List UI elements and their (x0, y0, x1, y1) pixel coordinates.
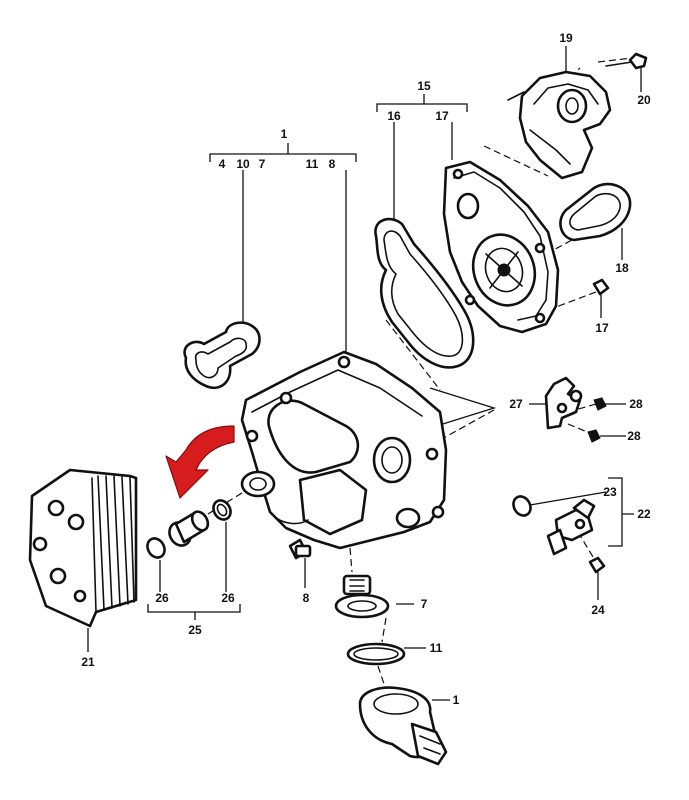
callout-1-bottom: 1 (453, 693, 460, 707)
callout-20: 20 (637, 93, 651, 107)
callout-26-right: 26 (221, 591, 235, 605)
gasket-18 (559, 182, 632, 242)
callout-27: 27 (509, 397, 523, 411)
callout-8-bottom: 8 (303, 591, 310, 605)
callout-21: 21 (81, 655, 95, 669)
callout-1: 1 (281, 127, 288, 141)
thermostat-cover (358, 686, 448, 766)
callout-19: 19 (559, 31, 573, 45)
callout-26-left: 26 (155, 591, 169, 605)
callout-15: 15 (417, 79, 431, 93)
callout-8-top: 8 (329, 157, 336, 171)
main-housing (240, 350, 448, 550)
callout-24: 24 (591, 603, 605, 617)
bracket-27 (544, 376, 583, 430)
water-pump (442, 160, 560, 334)
callout-labels: 1 4 10 7 11 8 15 16 17 19 20 18 17 27 28… (81, 31, 651, 707)
gasket-10 (183, 321, 261, 389)
bolt-24 (588, 556, 606, 574)
callout-4: 4 (219, 157, 226, 171)
bolt-8 (288, 538, 312, 560)
callout-11-top: 11 (306, 157, 319, 171)
seal-set (146, 499, 232, 559)
callout-22: 22 (637, 507, 651, 521)
sensor-22 (546, 498, 596, 556)
oil-cooler (28, 468, 138, 628)
callout-7-bottom: 7 (421, 597, 428, 611)
thermostat-7 (334, 574, 390, 619)
red-curved-arrow-icon (165, 425, 235, 499)
callout-18: 18 (615, 261, 629, 275)
bolt-28-lower (587, 429, 601, 443)
o-ring-11 (346, 642, 406, 666)
bolt-17 (592, 278, 610, 296)
callout-28-upper: 28 (629, 397, 643, 411)
callout-16: 16 (387, 109, 401, 123)
callout-11-bottom: 11 (430, 641, 443, 655)
drive-housing-19 (507, 70, 612, 180)
o-ring-23 (512, 495, 532, 517)
bolt-28-upper (593, 397, 607, 411)
callout-17-right: 17 (595, 321, 609, 335)
bolt-20 (605, 52, 648, 70)
callout-28-lower: 28 (627, 429, 641, 443)
callout-23: 23 (603, 485, 617, 499)
gasket-16 (374, 217, 475, 369)
callout-10: 10 (236, 157, 250, 171)
callout-17-top: 17 (435, 109, 449, 123)
callout-25: 25 (188, 623, 202, 637)
callout-7-top: 7 (259, 157, 266, 171)
